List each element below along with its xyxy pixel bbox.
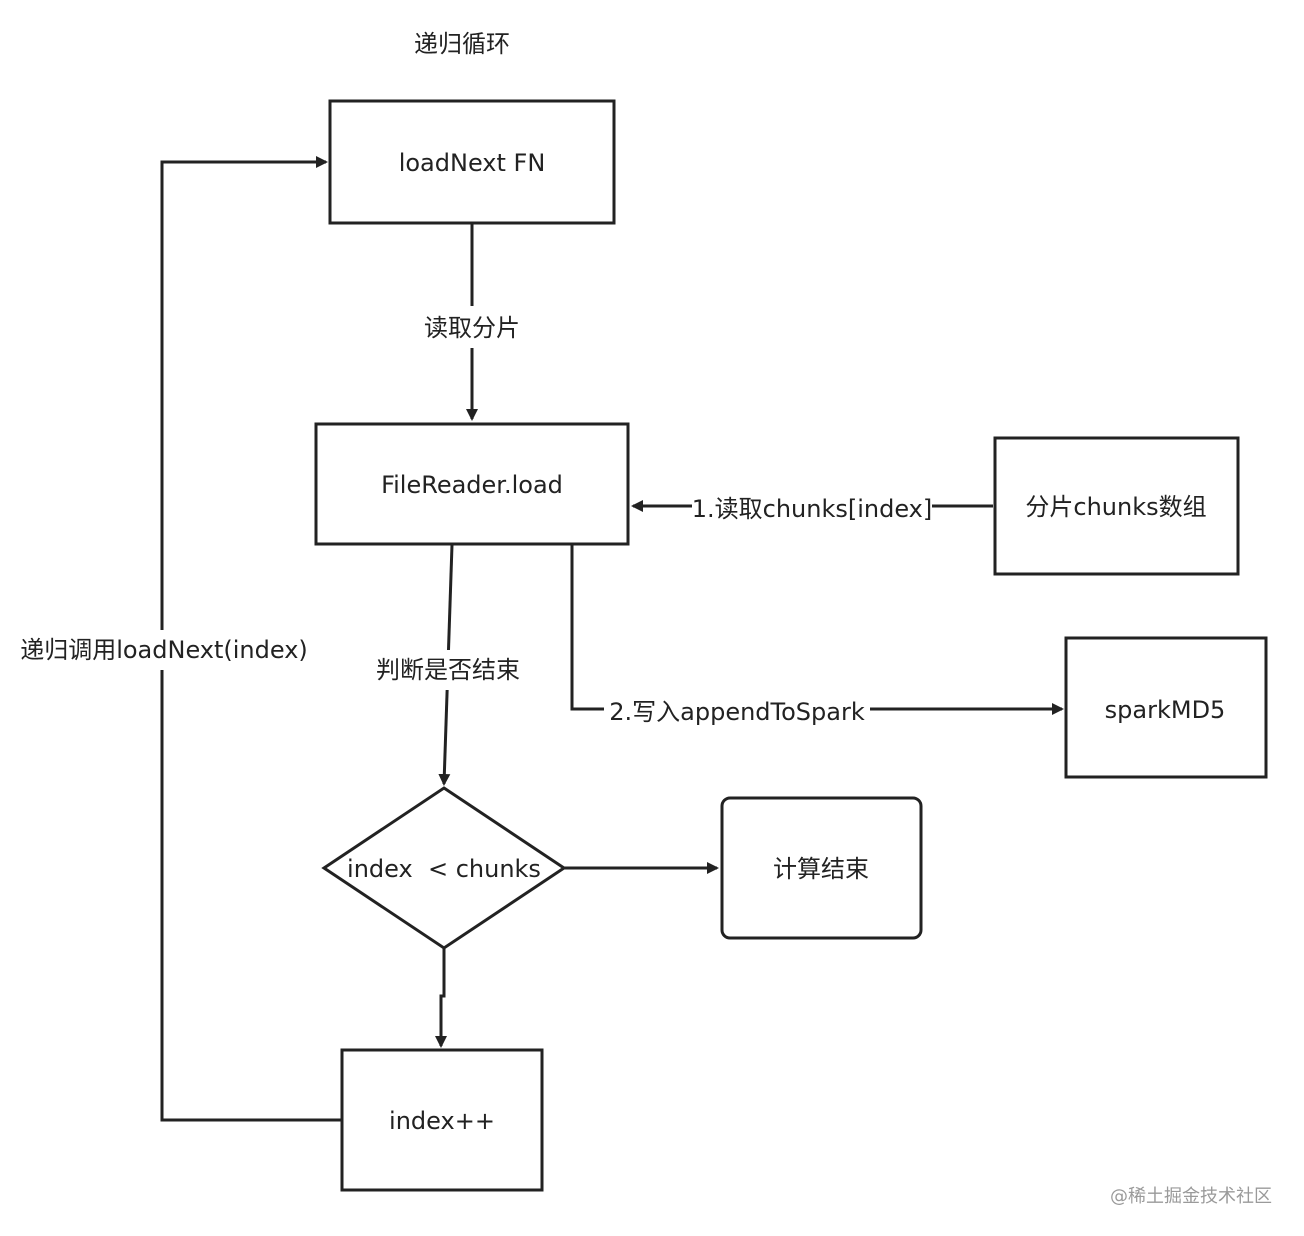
edge-label-check-end: 判断是否结束 bbox=[376, 656, 520, 684]
node-sparkmd5 bbox=[1064, 636, 1268, 779]
edge-filereader-to-sparkmd5 bbox=[570, 545, 1064, 715]
edge-label-bg bbox=[604, 692, 870, 728]
edge-label-bg bbox=[16, 630, 312, 670]
edge-label-read-chunks-index: 1.读取chunks[index] bbox=[692, 495, 933, 523]
node-filereader bbox=[314, 422, 630, 546]
edge-label-bg bbox=[418, 306, 526, 348]
edge-label-write-append: 2.写入appendToSpark bbox=[609, 698, 865, 726]
node-loadnext-label: loadNext FN bbox=[399, 149, 546, 177]
edge-label-bg bbox=[368, 650, 528, 690]
node-calc-done bbox=[720, 796, 923, 940]
diagram-title: 递归循环 bbox=[414, 30, 510, 58]
node-filereader-label: FileReader.load bbox=[381, 471, 563, 499]
watermark-text: @稀土掘金技术社区 bbox=[1110, 1186, 1272, 1207]
node-sparkmd5-label: sparkMD5 bbox=[1105, 696, 1226, 724]
node-calc-done-label: 计算结束 bbox=[773, 855, 869, 883]
node-chunks-array bbox=[993, 436, 1240, 576]
edge-label-recursive-call: 递归调用loadNext(index) bbox=[20, 636, 308, 664]
node-condition bbox=[321, 786, 567, 950]
node-increment bbox=[340, 1048, 544, 1192]
node-loadnext bbox=[328, 99, 616, 225]
node-increment-label: index++ bbox=[389, 1107, 495, 1135]
edge-condition-to-increment bbox=[435, 948, 447, 1048]
edge-label-read-chunk: 读取分片 bbox=[424, 314, 520, 342]
node-condition-label: index < chunks bbox=[347, 855, 541, 883]
node-chunks-array-label: 分片chunks数组 bbox=[1025, 493, 1206, 521]
edge-label-bg bbox=[692, 489, 932, 525]
